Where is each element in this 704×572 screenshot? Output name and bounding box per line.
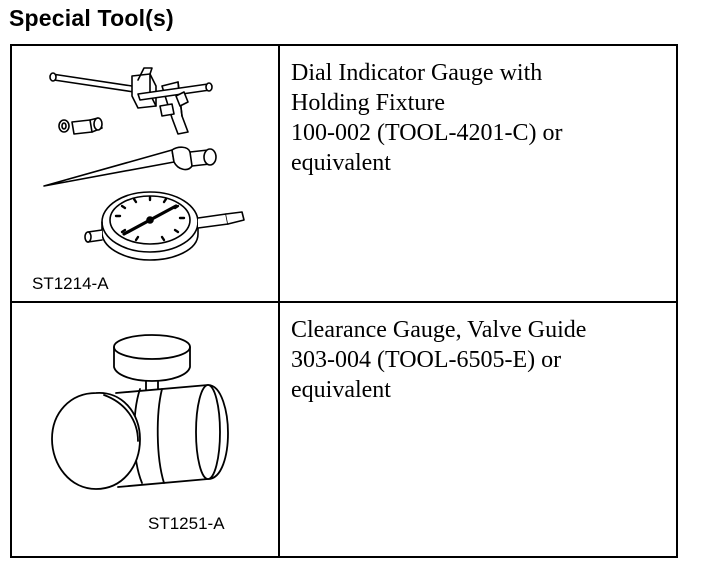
table-row: ST1214-A Dial Indicator Gauge with Holdi…	[12, 46, 676, 303]
page-title: Special Tool(s)	[9, 5, 174, 31]
description-line: equivalent	[291, 377, 391, 403]
description-line: Clearance Gauge, Valve Guide	[291, 317, 587, 343]
table-row: ST1251-A Clearance Gauge, Valve Guide 30…	[12, 303, 676, 556]
dial-indicator-gauge-illustration	[43, 67, 245, 261]
tool-description: Clearance Gauge, Valve Guide 303-004 (TO…	[282, 303, 676, 556]
description-line: 303-004 (TOOL-6505-E) or	[291, 347, 562, 373]
tool-image-cell: ST1251-A	[12, 303, 280, 556]
figure-code: ST1251-A	[148, 514, 225, 533]
clearance-gauge-illustration	[51, 334, 229, 490]
tool-image-cell: ST1214-A	[12, 46, 280, 301]
description-line: Dial Indicator Gauge with	[291, 60, 543, 86]
tool-description: Dial Indicator Gauge with Holding Fixtur…	[282, 46, 676, 301]
description-line: equivalent	[291, 150, 391, 176]
description-line: Holding Fixture	[291, 90, 445, 116]
figure-code: ST1214-A	[32, 274, 109, 293]
special-tools-table: ST1214-A Dial Indicator Gauge with Holdi…	[10, 44, 678, 558]
description-line: 100-002 (TOOL-4201-C) or	[291, 120, 563, 146]
